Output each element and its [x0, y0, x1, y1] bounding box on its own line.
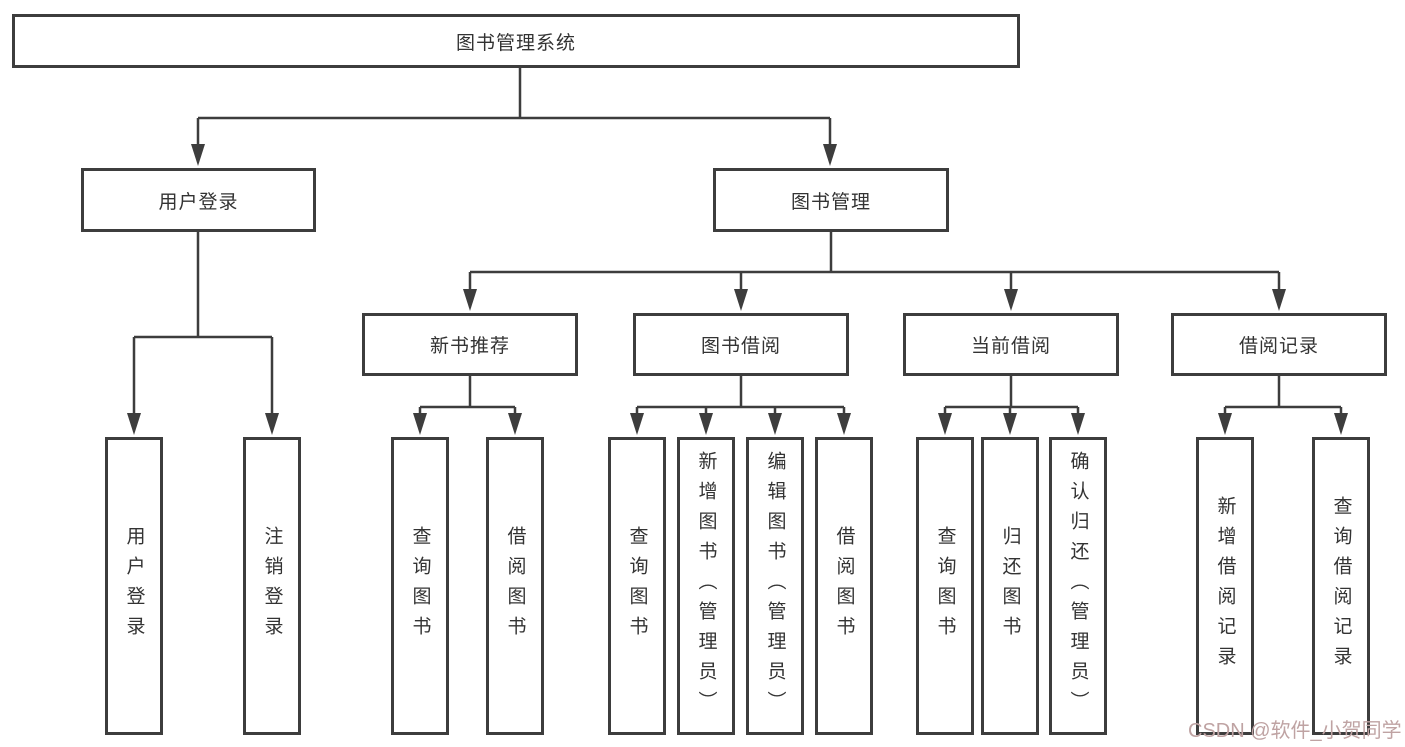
node-label: 确认归还（管理员） [1067, 451, 1089, 721]
leaf-query-books: 查询图书 [608, 437, 666, 735]
node-label: 编辑图书（管理员） [764, 451, 786, 721]
node-new-book-recommendation: 新书推荐 [362, 313, 578, 376]
node-label: 用户登录 [158, 191, 239, 213]
node-label: 借阅图书 [833, 526, 855, 646]
leaf-logout: 注销登录 [243, 437, 301, 735]
arrowheads [127, 144, 1348, 435]
leaf-add-borrow-record: 新增借阅记录 [1196, 437, 1254, 735]
leaf-borrow-books: 借阅图书 [486, 437, 544, 735]
node-label: 查询借阅记录 [1330, 496, 1352, 676]
leaf-confirm-return-admin: 确认归还（管理员） [1049, 437, 1107, 735]
node-label: 图书借阅 [700, 336, 781, 357]
node-label: 新增借阅记录 [1214, 496, 1236, 676]
node-label: 借阅图书 [504, 526, 526, 646]
node-book-management: 图书管理 [713, 168, 949, 232]
node-root-system: 图书管理系统 [12, 14, 1020, 68]
node-label: 新增图书（管理员） [695, 451, 717, 721]
node-label: 查询图书 [409, 526, 431, 646]
csdn-watermark: CSDN @软件_小贺同学 [1188, 720, 1402, 742]
leaf-return-books: 归还图书 [981, 437, 1039, 735]
leaf-query-books: 查询图书 [916, 437, 974, 735]
leaf-query-borrow-record: 查询借阅记录 [1312, 437, 1370, 735]
node-label: 归还图书 [999, 526, 1021, 646]
leaf-borrow-books: 借阅图书 [815, 437, 873, 735]
node-label: 查询图书 [626, 526, 648, 646]
leaf-add-book-admin: 新增图书（管理员） [677, 437, 735, 735]
node-label: 用户登录 [123, 526, 145, 646]
node-current-borrowing: 当前借阅 [903, 313, 1119, 376]
node-label: 查询图书 [934, 526, 956, 646]
node-user-login: 用户登录 [81, 168, 316, 232]
node-label: 当前借阅 [970, 336, 1051, 357]
leaf-user-login: 用户登录 [105, 437, 163, 735]
leaf-edit-book-admin: 编辑图书（管理员） [746, 437, 804, 735]
leaf-query-books: 查询图书 [391, 437, 449, 735]
node-label: 注销登录 [261, 526, 283, 646]
node-borrowing-records: 借阅记录 [1171, 313, 1387, 376]
node-book-borrowing: 图书借阅 [633, 313, 849, 376]
node-label: 图书管理系统 [455, 32, 576, 54]
node-label: 借阅记录 [1238, 336, 1319, 357]
node-label: 新书推荐 [429, 336, 510, 357]
node-label: 图书管理 [790, 191, 871, 213]
